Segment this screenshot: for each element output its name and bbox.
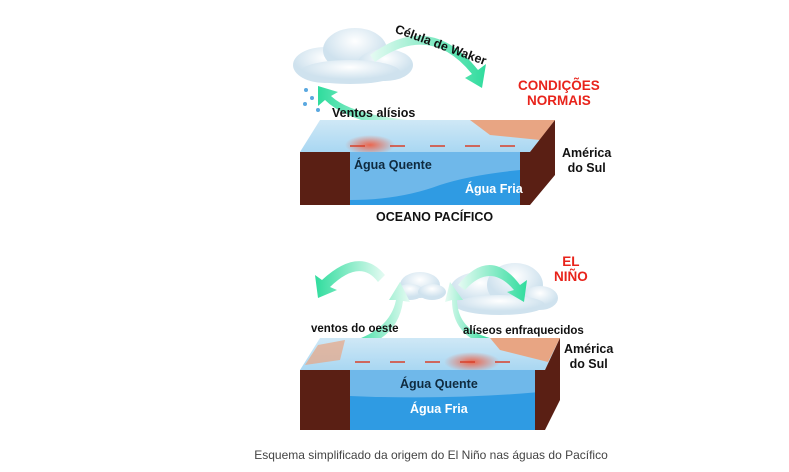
el-nino-title: EL NIÑO — [554, 254, 588, 284]
figure-caption: Esquema simplificado da origem do El Niñ… — [254, 448, 608, 462]
west-land-nino — [300, 370, 350, 430]
west-circulation-arrow — [315, 261, 385, 298]
warm-pool — [345, 135, 395, 155]
west-winds-arrow — [350, 282, 410, 350]
west-winds-label: ventos do oeste — [311, 323, 399, 335]
east-land — [520, 120, 555, 205]
continent-label: América do Sul — [562, 146, 612, 175]
walker-cell-arrow — [370, 35, 486, 88]
warm-water-label: Água Quente — [354, 158, 432, 172]
normal-cloud — [293, 28, 413, 84]
cold-water-label-nino: Água Fria — [410, 402, 468, 416]
small-cloud — [396, 272, 446, 300]
east-land-nino — [535, 338, 560, 430]
warm-water-label-nino: Água Quente — [400, 377, 478, 391]
cold-water-label: Água Fria — [465, 182, 523, 196]
weak-trade-winds-arrow — [445, 282, 490, 346]
normal-title: CONDIÇÕES NORMAIS — [518, 78, 600, 108]
east-circulation-arrow — [458, 265, 527, 302]
continent-label-nino: América do Sul — [564, 342, 614, 371]
weak-trade-winds-label: alíseos enfraquecidos — [463, 325, 584, 337]
west-land — [300, 152, 350, 205]
trade-winds-label: Ventos alísios — [332, 106, 416, 120]
ocean-label: OCEANO PACÍFICO — [376, 210, 494, 224]
